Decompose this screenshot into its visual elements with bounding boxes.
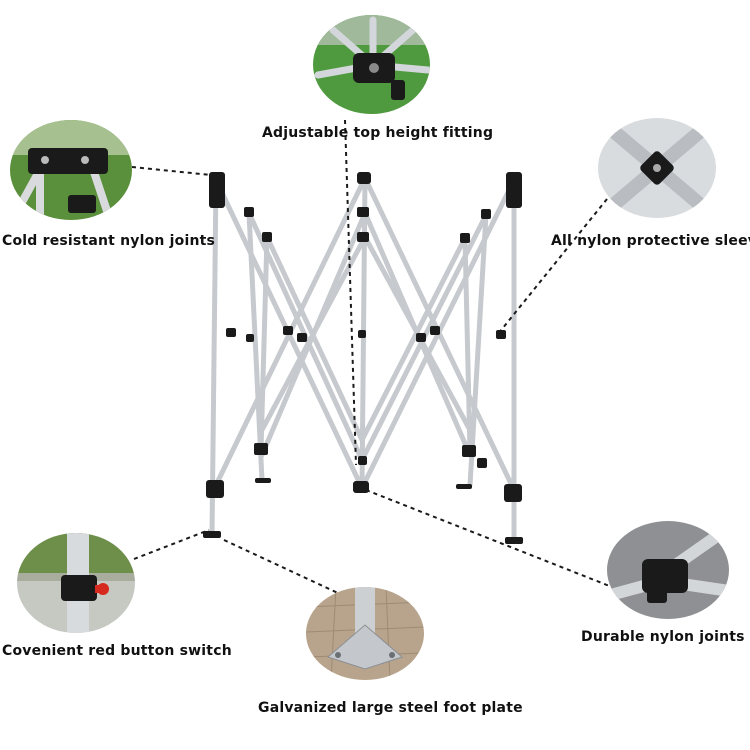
detail-durable-joints (607, 521, 729, 619)
detail-protective-sleeve (598, 118, 716, 218)
detail-cold-resistant-joints (10, 120, 132, 220)
detail-top-height-fitting (313, 15, 430, 114)
top-height-fitting-icon (313, 15, 430, 114)
label-durable-joints: Durable nylon joints (581, 629, 745, 645)
detail-foot-plate (306, 587, 424, 680)
red-button-switch-icon (17, 533, 135, 633)
foot-plate-icon (306, 587, 424, 680)
label-red-button-switch: Covenient red button switch (2, 643, 232, 659)
protective-sleeve-icon (598, 118, 716, 218)
label-protective-sleeve: All nylon protective sleeve (551, 233, 750, 249)
label-foot-plate: Galvanized large steel foot plate (258, 700, 523, 716)
nylon-joint-icon (10, 120, 132, 220)
label-top-height-fitting: Adjustable top height fitting (262, 125, 494, 141)
detail-red-button-switch (17, 533, 135, 633)
durable-joint-icon (607, 521, 729, 619)
label-cold-resistant-joints: Cold resistant nylon joints (2, 233, 216, 249)
